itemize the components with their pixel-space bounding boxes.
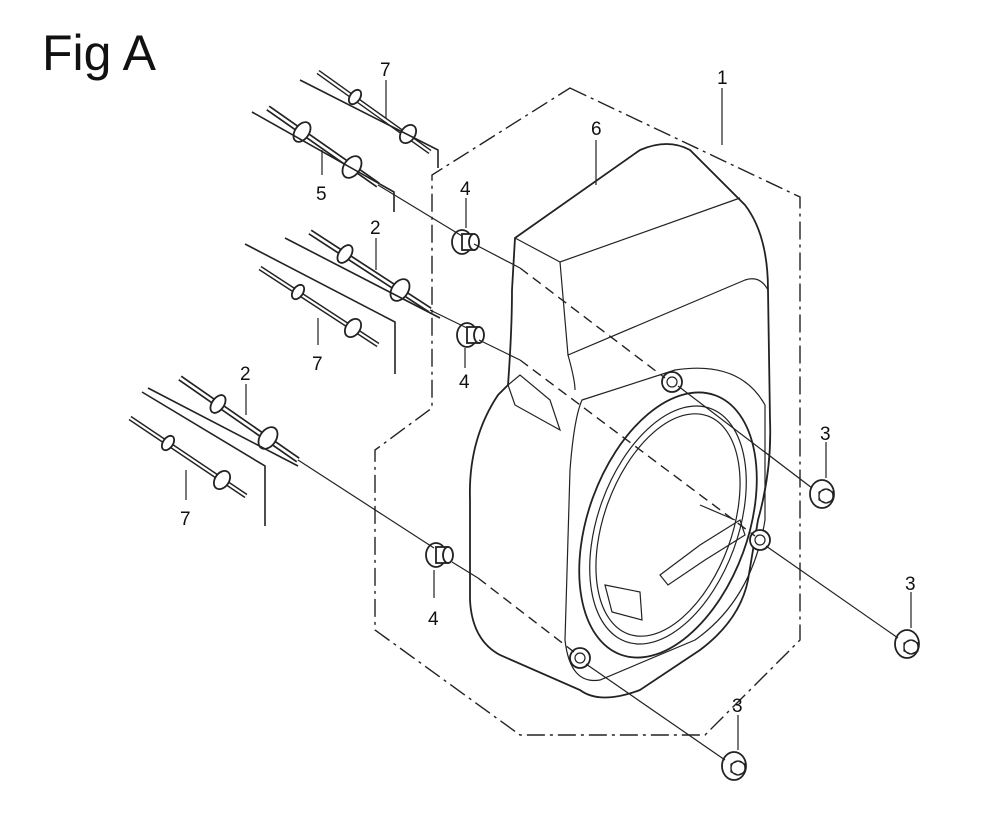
boss-upper <box>661 371 683 393</box>
fan-cover <box>469 143 772 699</box>
centerline <box>519 359 756 537</box>
callout-4: 4 <box>428 609 439 630</box>
callout-3: 3 <box>820 424 831 445</box>
bracket-line <box>147 387 299 467</box>
callout-2: 2 <box>240 364 251 385</box>
stud-bolt <box>128 415 248 499</box>
callout-4: 4 <box>459 372 470 393</box>
bracket-line <box>141 391 266 526</box>
assembly-boundary <box>374 87 801 736</box>
callout-6: 6 <box>591 119 602 140</box>
callout-5: 5 <box>316 184 327 205</box>
callout-7: 7 <box>312 354 323 375</box>
bracket-line <box>284 237 441 319</box>
figure-title: Fig A <box>42 25 157 81</box>
flange-bolt <box>721 751 747 781</box>
callout-7: 7 <box>180 509 191 530</box>
callout-2: 2 <box>370 218 381 239</box>
flange-bolt <box>809 479 835 509</box>
centerline <box>478 339 521 361</box>
centerline <box>473 243 521 269</box>
centerline <box>297 459 435 549</box>
stud-bolt <box>316 69 432 155</box>
fan-cover-opening-outer <box>578 391 758 659</box>
collar <box>425 542 454 568</box>
fan-cover-opening-inner <box>589 405 747 645</box>
callout-3: 3 <box>905 574 916 595</box>
centerline <box>519 267 666 379</box>
centerline <box>429 309 468 329</box>
centerline <box>477 577 575 653</box>
callout-1: 1 <box>717 68 728 89</box>
centerline <box>677 385 813 489</box>
centerline <box>585 663 726 761</box>
collar <box>456 322 485 348</box>
stud-bolt <box>258 265 380 348</box>
stud-bolt <box>178 375 300 463</box>
centerline <box>765 545 899 639</box>
bracket-line <box>299 79 439 168</box>
callout-7: 7 <box>380 60 391 81</box>
flange-bolt <box>894 629 920 659</box>
stud-bolt <box>308 229 432 313</box>
collar <box>451 229 480 255</box>
bracket-line <box>251 111 395 212</box>
boss-lower <box>569 647 591 669</box>
centerline <box>451 561 479 579</box>
callout-4: 4 <box>460 179 471 200</box>
bracket-line <box>244 243 396 374</box>
centerline <box>377 184 463 237</box>
boss-right <box>749 529 771 551</box>
callout-3: 3 <box>732 696 743 717</box>
